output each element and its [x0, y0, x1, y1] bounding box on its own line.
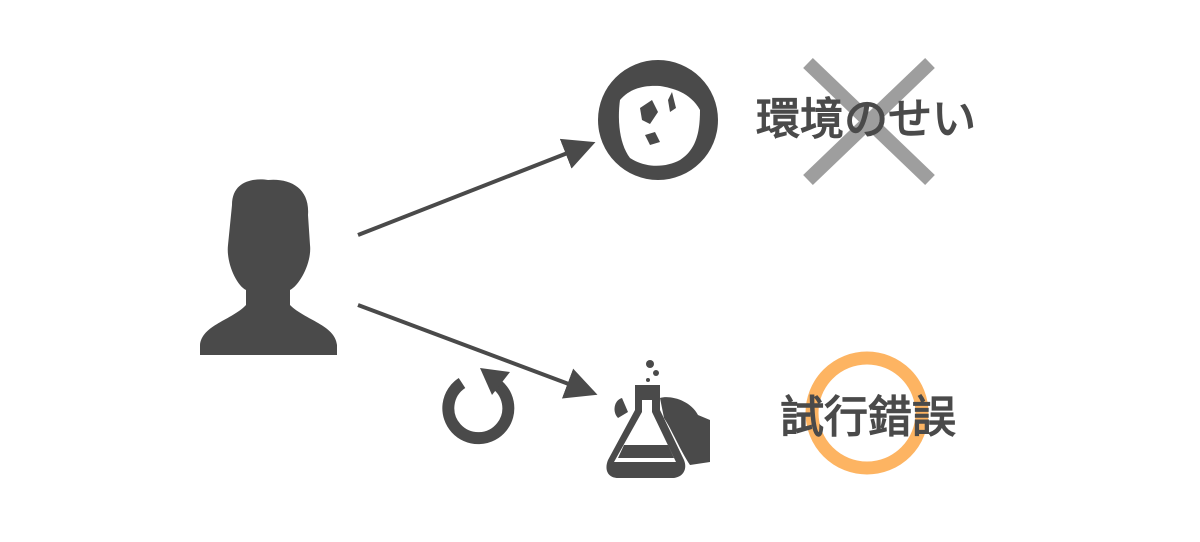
- label-environment-blame: 環境のせい: [756, 94, 976, 145]
- cross-mark: [803, 57, 935, 186]
- refresh-icon: [442, 368, 515, 445]
- arrow-to-experiment: [357, 303, 598, 399]
- globe-icon: [598, 60, 718, 180]
- arrow-to-environment: [357, 138, 596, 237]
- label-trial-and-error: 試行錯誤: [780, 392, 956, 443]
- flask-icon: [606, 360, 710, 478]
- circle-mark: [805, 351, 929, 475]
- person-icon: [200, 179, 337, 355]
